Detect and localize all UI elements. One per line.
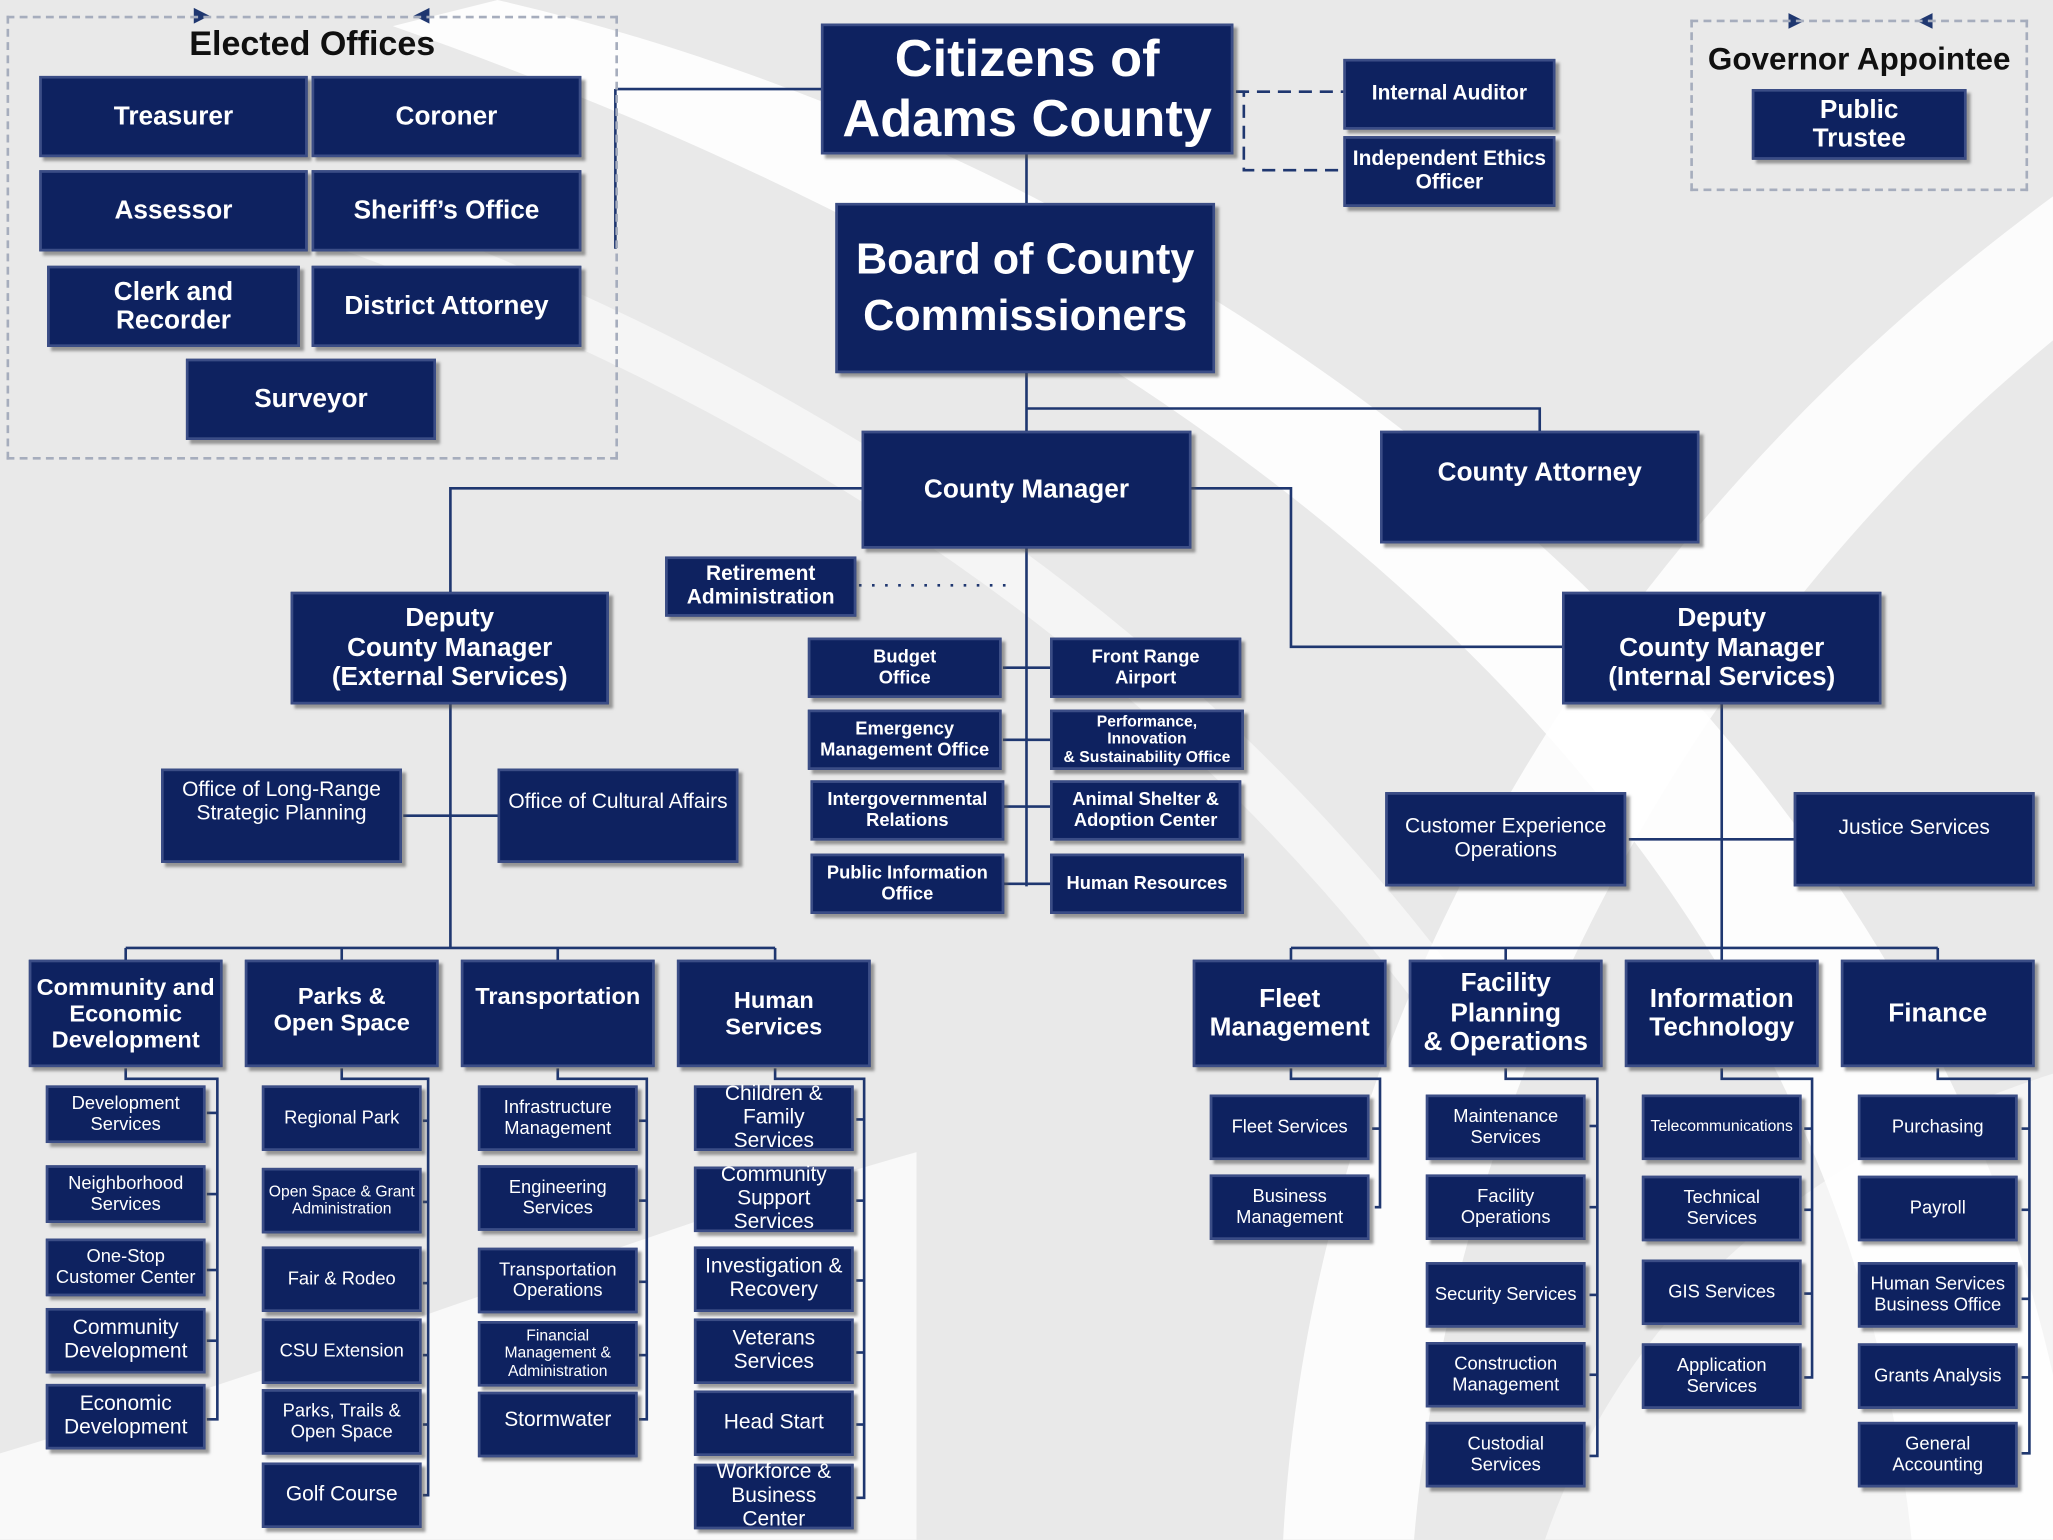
animal-shelter-box: Animal Shelter & Adoption Center bbox=[1050, 780, 1242, 841]
public-information-box: Public Information Office bbox=[810, 853, 1005, 914]
dept-finance: Finance bbox=[1840, 959, 2035, 1068]
unit-transportation-operations: Transportation Operations bbox=[477, 1247, 638, 1314]
unit-financial-management-admin: Financial Management & Administration bbox=[477, 1321, 638, 1387]
public-trustee-box: Public Trustee bbox=[1751, 89, 1967, 160]
unit-infrastructure-management: Infrastructure Management bbox=[477, 1085, 638, 1151]
dept-facility-planning: Facility Planning & Operations bbox=[1408, 959, 1603, 1068]
unit-purchasing: Purchasing bbox=[1857, 1094, 2018, 1161]
dept-parks-open-space: Parks & Open Space bbox=[244, 959, 439, 1068]
governor-appointee-group bbox=[1690, 19, 2029, 192]
intergovernmental-relations-box: Intergovernmental Relations bbox=[810, 780, 1005, 841]
surveyor-box: Surveyor bbox=[185, 358, 436, 440]
governor-appointee-title: Governor Appointee bbox=[1707, 41, 2011, 78]
unit-application-services: Application Services bbox=[1641, 1343, 1802, 1409]
unit-community-support-services: Community Support Services bbox=[693, 1164, 854, 1233]
unit-fair-rodeo: Fair & Rodeo bbox=[261, 1246, 422, 1312]
unit-children-family-services: Children & Family Services bbox=[693, 1083, 854, 1152]
ethics-officer-box: Independent Ethics Officer bbox=[1343, 136, 1556, 207]
unit-custodial-services: Custodial Services bbox=[1425, 1421, 1586, 1488]
unit-telecommunications: Telecommunications bbox=[1641, 1094, 1802, 1161]
dept-transportation: Transportation bbox=[460, 959, 655, 1068]
unit-one-stop-customer-center: One-Stop Customer Center bbox=[45, 1238, 206, 1297]
county-attorney-box: County Attorney bbox=[1380, 430, 1700, 544]
board-of-commissioners-box: Board of County Commissioners bbox=[835, 202, 1216, 374]
deputy-external-box: Deputy County Manager (External Services… bbox=[290, 591, 609, 705]
unit-human-services-business-office: Human Services Business Office bbox=[1857, 1262, 2018, 1328]
unit-parks-trails-open-space: Parks, Trails & Open Space bbox=[261, 1389, 422, 1455]
customer-experience-box: Customer Experience Operations bbox=[1385, 792, 1627, 887]
clerk-recorder-box: Clerk and Recorder bbox=[47, 265, 300, 347]
unit-regional-park: Regional Park bbox=[261, 1085, 422, 1151]
unit-engineering-services: Engineering Services bbox=[477, 1165, 638, 1231]
sheriff-box: Sheriff’s Office bbox=[311, 170, 582, 252]
unit-business-management: Business Management bbox=[1209, 1174, 1370, 1240]
treasurer-box: Treasurer bbox=[39, 75, 308, 158]
dept-community-economic-development: Community and Economic Development bbox=[28, 959, 223, 1068]
unit-development-services: Development Services bbox=[45, 1085, 206, 1144]
unit-technical-services: Technical Services bbox=[1641, 1175, 1802, 1242]
dept-information-technology: Information Technology bbox=[1624, 959, 1819, 1068]
performance-innovation-box: Performance, Innovation & Sustainability… bbox=[1050, 709, 1244, 770]
unit-general-accounting: General Accounting bbox=[1857, 1421, 2018, 1488]
unit-fleet-services: Fleet Services bbox=[1209, 1094, 1370, 1161]
unit-grants-analysis: Grants Analysis bbox=[1857, 1343, 2018, 1409]
internal-auditor-box: Internal Auditor bbox=[1343, 58, 1556, 130]
unit-head-start: Head Start bbox=[693, 1390, 854, 1456]
district-attorney-box: District Attorney bbox=[311, 265, 582, 347]
unit-economic-development: Economic Development bbox=[45, 1383, 206, 1450]
elected-offices-title: Elected Offices bbox=[189, 23, 436, 63]
dept-fleet-management: Fleet Management bbox=[1192, 959, 1387, 1068]
unit-workforce-business-center: Workforce & Business Center bbox=[693, 1461, 854, 1531]
unit-security-services: Security Services bbox=[1425, 1262, 1586, 1328]
human-resources-box: Human Resources bbox=[1050, 853, 1244, 914]
coroner-box: Coroner bbox=[311, 75, 582, 158]
unit-golf-course: Golf Course bbox=[261, 1462, 422, 1528]
budget-office-box: Budget Office bbox=[807, 637, 1002, 698]
county-manager-box: County Manager bbox=[861, 430, 1192, 549]
justice-services-box: Justice Services bbox=[1793, 792, 2035, 887]
unit-stormwater: Stormwater bbox=[477, 1391, 638, 1458]
unit-investigation-recovery: Investigation & Recovery bbox=[693, 1246, 854, 1312]
unit-open-space-grant-admin: Open Space & Grant Administration bbox=[261, 1167, 422, 1234]
long-range-planning-box: Office of Long-Range Strategic Planning bbox=[161, 768, 402, 863]
deputy-internal-box: Deputy County Manager (Internal Services… bbox=[1561, 591, 1882, 705]
unit-payroll: Payroll bbox=[1857, 1175, 2018, 1242]
assessor-box: Assessor bbox=[39, 170, 308, 252]
unit-construction-management: Construction Management bbox=[1425, 1342, 1586, 1408]
unit-community-development: Community Development bbox=[45, 1307, 206, 1374]
unit-neighborhood-services: Neighborhood Services bbox=[45, 1165, 206, 1223]
front-range-airport-box: Front Range Airport bbox=[1050, 637, 1242, 698]
unit-maintenance-services: Maintenance Services bbox=[1425, 1094, 1586, 1161]
cultural-affairs-box: Office of Cultural Affairs bbox=[497, 768, 739, 863]
elected-offices-group bbox=[6, 15, 618, 460]
unit-gis-services: GIS Services bbox=[1641, 1259, 1802, 1326]
dept-human-services: Human Services bbox=[676, 959, 871, 1068]
unit-facility-operations: Facility Operations bbox=[1425, 1174, 1586, 1240]
emergency-management-box: Emergency Management Office bbox=[807, 709, 1002, 770]
retirement-administration-box: Retirement Administration bbox=[665, 556, 857, 617]
citizens-box: Citizens of Adams County bbox=[820, 23, 1234, 155]
unit-veterans-services: Veterans Services bbox=[693, 1318, 854, 1384]
unit-csu-extension: CSU Extension bbox=[261, 1318, 422, 1384]
